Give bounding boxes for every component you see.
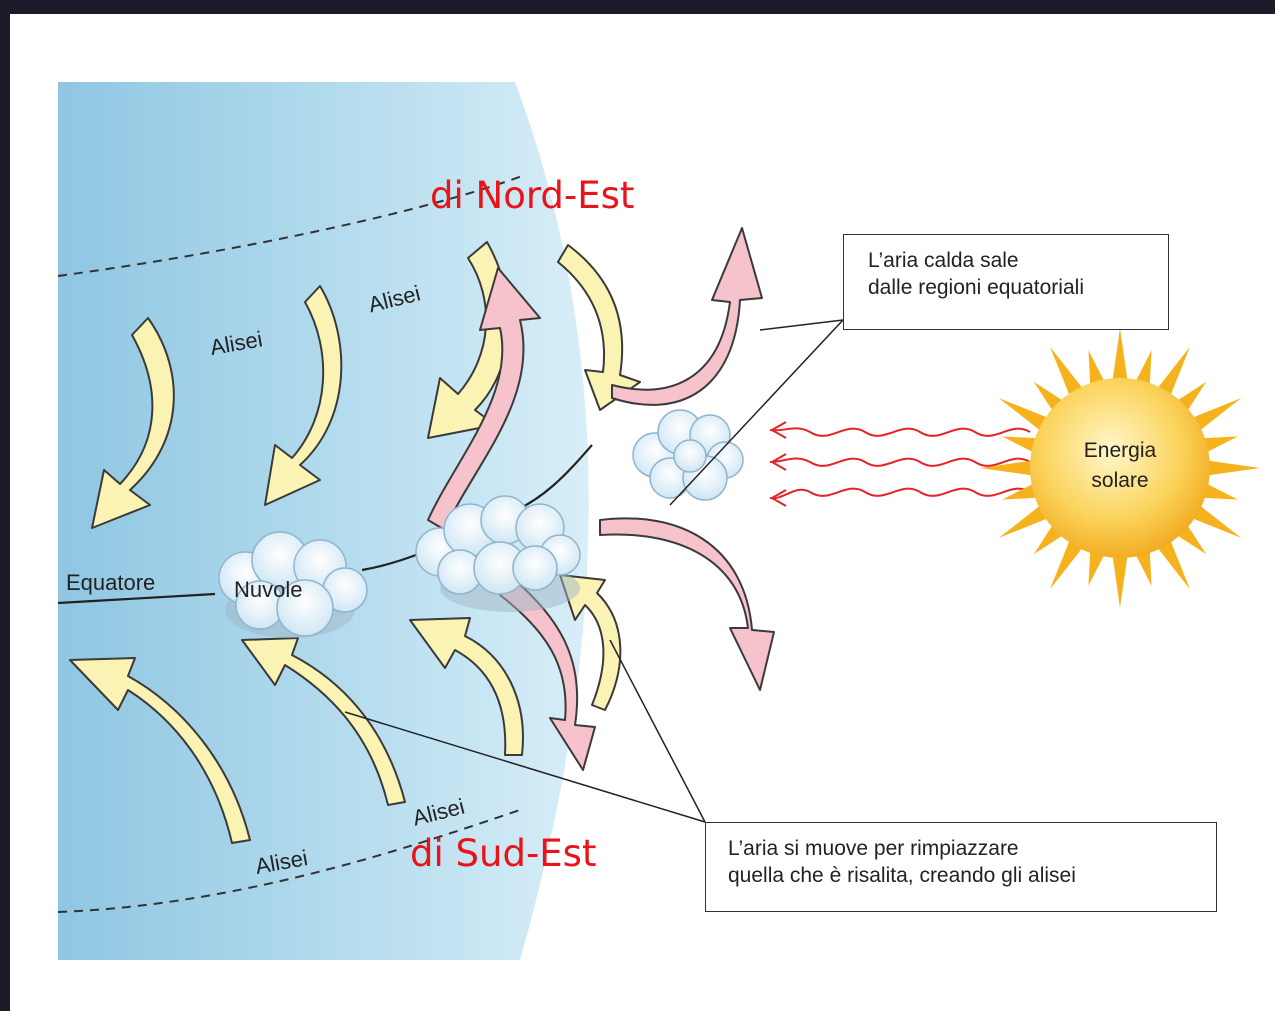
label-nord-est: di Nord-Est [430, 174, 634, 217]
label-nuvole: Nuvole [234, 577, 302, 602]
label-energia: Energia [1084, 439, 1157, 462]
callout-air-replaces: L’aria si muove per rimpiazzare quella c… [705, 822, 1217, 912]
callout-bottom-line1: L’aria si muove per rimpiazzare [728, 835, 1216, 862]
callout-top-line2: dalle regioni equatoriali [868, 274, 1168, 301]
callout-top-line1: L’aria calda sale [868, 247, 1168, 274]
label-solare: solare [1091, 469, 1148, 492]
label-equatore: Equatore [66, 570, 155, 595]
label-sud-est: di Sud-Est [410, 832, 596, 875]
callout-warm-air-rises: L’aria calda sale dalle regioni equatori… [843, 234, 1169, 330]
callout-bottom-line2: quella che è risalita, creando gli alise… [728, 862, 1216, 889]
